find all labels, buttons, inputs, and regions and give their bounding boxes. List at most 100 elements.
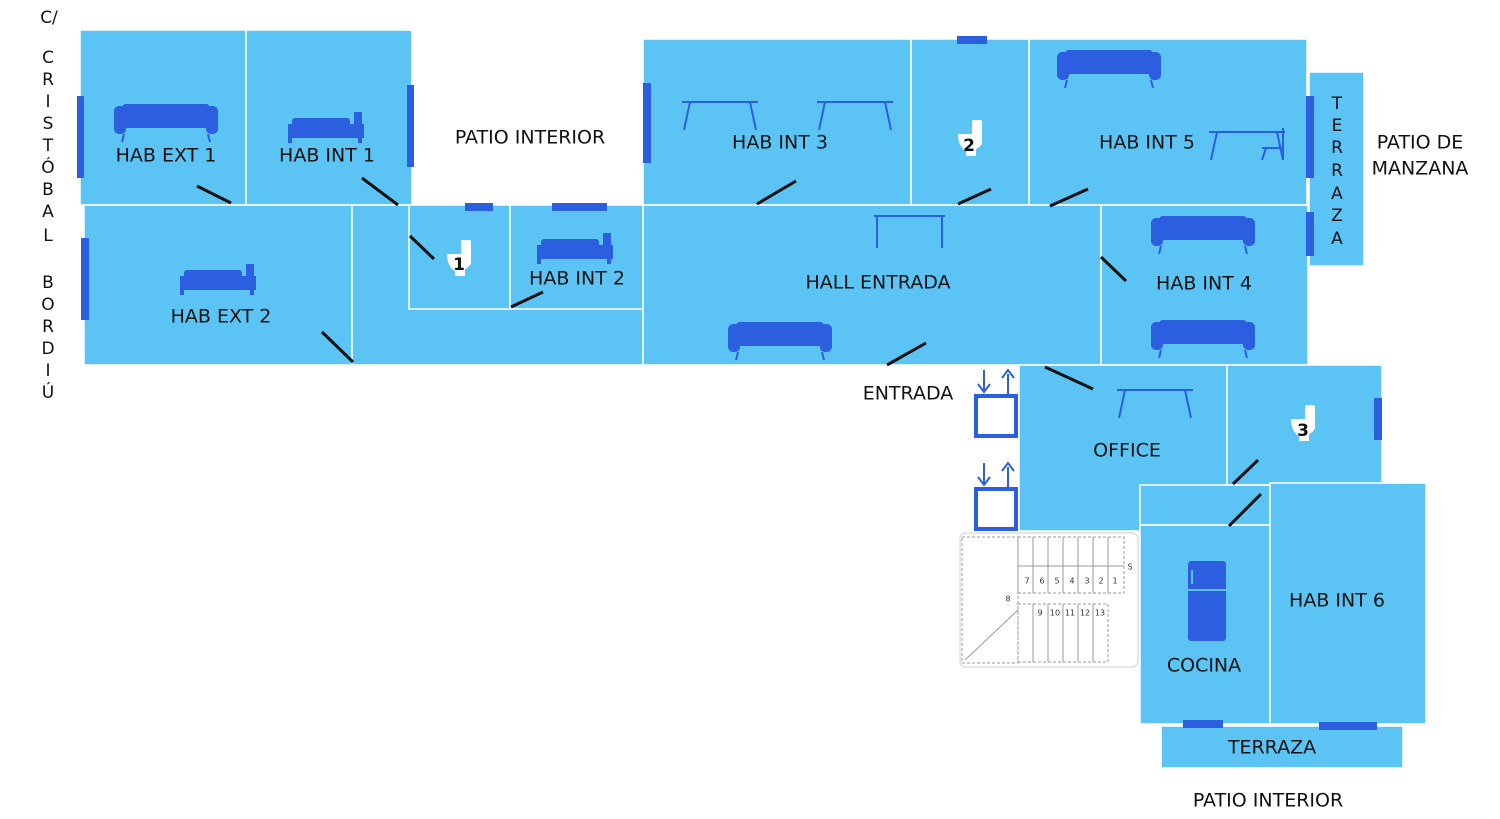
bath-number-3: 3 [1297, 421, 1309, 441]
label-terraza: TERRAZA [1227, 737, 1316, 759]
window [407, 85, 414, 167]
door [196, 184, 232, 205]
window [1374, 398, 1382, 440]
outside-labels: PATIO INTERIOR PATIO DE MANZANA ENTRADA … [455, 127, 1469, 812]
street-letter: L [43, 226, 53, 246]
door [1231, 458, 1260, 486]
label-hab-int-6: HAB INT 6 [1289, 590, 1385, 612]
window [643, 83, 651, 163]
street-letter: A [42, 202, 54, 222]
label-hab-int-3: HAB INT 3 [732, 132, 828, 154]
street-letter: R [42, 70, 54, 90]
door [408, 234, 436, 261]
stair-step-11: 11 [1065, 609, 1075, 618]
street-letter: S [43, 114, 54, 134]
terraza-letter: R [1331, 138, 1343, 158]
street-letter: I [45, 92, 50, 112]
stair-step-9: 9 [1037, 609, 1042, 618]
window [957, 36, 987, 44]
terraza-letter: A [1331, 184, 1343, 204]
door [361, 176, 399, 207]
terraza-vertical-label: T E R R A Z A [1331, 94, 1343, 249]
label-hab-int-5: HAB INT 5 [1099, 132, 1195, 154]
door [886, 341, 927, 367]
label-patio-manzana-line1: PATIO DE [1377, 132, 1464, 154]
street-letter: B [42, 180, 54, 200]
bath-number-1: 1 [453, 255, 465, 275]
street-name: C/ C R I S T Ó B A L B O R D I Ú [40, 8, 58, 403]
doors [196, 176, 1263, 528]
door [1099, 255, 1128, 283]
bathrooms: 1 2 3 [447, 120, 1315, 441]
stair-start-label: S [1127, 563, 1132, 572]
room-terraza-bottom [1160, 725, 1404, 769]
windows [77, 36, 1382, 730]
stair-landing: 8 [1005, 595, 1010, 604]
street-letter: O [41, 295, 54, 315]
street-letter: Ú [42, 381, 54, 403]
stair-step-4: 4 [1069, 577, 1074, 586]
door [510, 290, 544, 309]
label-cocina: COCINA [1167, 655, 1241, 677]
door [1044, 365, 1094, 391]
street-letter: C [42, 48, 54, 68]
elevator-icon [974, 461, 1018, 531]
window [465, 203, 493, 211]
label-hab-int-2: HAB INT 2 [529, 268, 625, 290]
stair-step-6: 6 [1039, 577, 1044, 586]
label-entrada: ENTRADA [863, 383, 954, 405]
window [81, 238, 89, 320]
terraza-letter: Z [1331, 206, 1343, 226]
label-hall-entrada: HALL ENTRADA [805, 272, 950, 294]
label-patio-interior-bottom: PATIO INTERIOR [1193, 790, 1343, 812]
room-hab-int-1 [245, 29, 413, 206]
terraza-letter: R [1331, 161, 1343, 181]
window [1319, 722, 1377, 730]
stairs-icon: 7 6 5 4 3 2 1 S 8 9 10 11 12 13 [959, 532, 1139, 668]
room-labels: HAB EXT 1 HAB INT 1 HAB INT 3 HAB INT 5 … [116, 132, 1385, 759]
label-patio-manzana-line2: MANZANA [1372, 158, 1469, 180]
street-letter: I [45, 361, 50, 381]
window [552, 203, 607, 211]
chair-icon [1261, 128, 1284, 161]
window [1306, 212, 1314, 256]
label-hab-ext-2: HAB EXT 2 [171, 306, 272, 328]
bath-number-2: 2 [963, 136, 975, 156]
stair-step-13: 13 [1095, 609, 1105, 618]
stair-step-1: 1 [1112, 577, 1117, 586]
room-hab-int-6 [1269, 482, 1427, 725]
stair-step-5: 5 [1054, 577, 1059, 586]
street-letter: T [42, 136, 54, 156]
fridge-icon [1188, 561, 1226, 641]
label-hab-int-4: HAB INT 4 [1156, 273, 1252, 295]
street-letter: Ó [41, 156, 54, 178]
door [1049, 187, 1089, 208]
door [756, 179, 797, 206]
door [320, 330, 355, 364]
label-hab-ext-1: HAB EXT 1 [116, 145, 217, 167]
desk-icon [874, 215, 945, 248]
street-letter: R [42, 317, 54, 337]
door [1227, 492, 1263, 528]
window [1183, 720, 1223, 728]
stair-step-12: 12 [1080, 609, 1090, 618]
terraza-letter: T [1331, 94, 1343, 114]
label-office: OFFICE [1093, 440, 1161, 462]
elevator-icon [974, 368, 1018, 438]
terraza-letter: E [1332, 116, 1343, 136]
room-hab-int-3 [642, 38, 912, 206]
room-bath-2 [910, 38, 1030, 206]
furniture [113, 49, 1286, 641]
label-hab-int-1: HAB INT 1 [279, 145, 375, 167]
terraza-letter: A [1331, 229, 1343, 249]
door [957, 187, 992, 206]
street-letter: D [41, 339, 54, 359]
window [77, 96, 84, 178]
street-letter: B [42, 273, 54, 293]
stair-step-7: 7 [1024, 577, 1029, 586]
stair-step-3: 3 [1084, 577, 1089, 586]
stair-step-2: 2 [1098, 577, 1103, 586]
street-prefix: C/ [40, 8, 58, 28]
label-patio-interior-top: PATIO INTERIOR [455, 127, 605, 149]
